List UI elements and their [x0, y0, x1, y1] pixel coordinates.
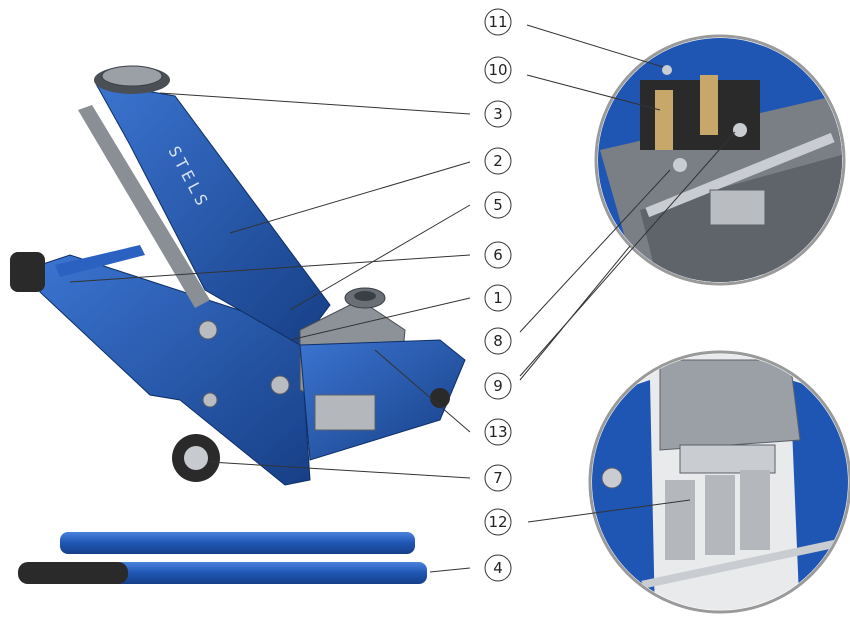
callout-9-label: 9	[493, 377, 503, 395]
callout-3: 3	[484, 100, 512, 128]
leader-13	[374, 349, 471, 433]
leader-7	[209, 461, 471, 479]
callout-8: 8	[484, 327, 512, 355]
callout-6: 6	[484, 241, 512, 269]
callout-2-label: 2	[493, 152, 503, 170]
callout-2: 2	[484, 147, 512, 175]
leader-lines	[69, 24, 736, 573]
arm-rail	[78, 105, 210, 308]
callout-12: 12	[484, 508, 512, 536]
front-wheel-hub	[184, 446, 208, 470]
leader-9b	[519, 245, 631, 381]
pivot-bolt-2	[270, 375, 290, 395]
callout-10: 10	[484, 56, 512, 84]
floor-jack: STELS	[10, 65, 466, 486]
callout-4: 4	[484, 554, 512, 582]
rear-roller	[10, 252, 45, 292]
detail-bottom	[588, 350, 850, 614]
callout-7: 7	[484, 464, 512, 492]
leader-3	[159, 92, 471, 115]
jack-frame-side	[39, 254, 311, 486]
callout-1: 1	[484, 284, 512, 312]
callout-3-label: 3	[493, 105, 503, 123]
leader-2	[229, 161, 471, 234]
callout-8-label: 8	[493, 332, 503, 350]
handle-upper	[60, 532, 415, 554]
callout-12-label: 12	[488, 513, 507, 531]
release-knob	[430, 388, 450, 408]
callout-5: 5	[484, 191, 512, 219]
handle-grip	[18, 562, 128, 584]
callout-13-label: 13	[488, 423, 507, 441]
callout-markers: 11 10 3 2 5 6 1 8	[484, 8, 512, 582]
callout-4-label: 4	[493, 559, 503, 577]
leader-8	[519, 169, 671, 333]
callout-1-label: 1	[493, 289, 503, 307]
callout-11: 11	[484, 8, 512, 36]
detail-top	[594, 34, 846, 286]
leader-6	[69, 254, 471, 283]
rear-cross-bar	[55, 245, 145, 277]
callout-13: 13	[484, 418, 512, 446]
leader-5	[289, 204, 471, 311]
saddle-top	[101, 65, 163, 87]
leader-4	[429, 567, 471, 573]
leader-11	[526, 24, 664, 68]
pivot-bolt-3	[202, 392, 218, 408]
leader-9a	[519, 131, 736, 377]
callout-9: 9	[484, 372, 512, 400]
leader-1	[289, 297, 471, 341]
callout-7-label: 7	[493, 469, 503, 487]
pivot-bolt-1	[198, 320, 218, 340]
leader-10	[526, 74, 661, 111]
pump-springs	[314, 394, 376, 431]
pump-socket-hole	[354, 291, 376, 301]
handle-parts	[18, 532, 427, 584]
callout-5-label: 5	[493, 196, 503, 214]
callout-6-label: 6	[493, 246, 503, 264]
leader-12	[527, 499, 691, 523]
callout-11-label: 11	[488, 13, 507, 31]
callout-10-label: 10	[488, 61, 507, 79]
